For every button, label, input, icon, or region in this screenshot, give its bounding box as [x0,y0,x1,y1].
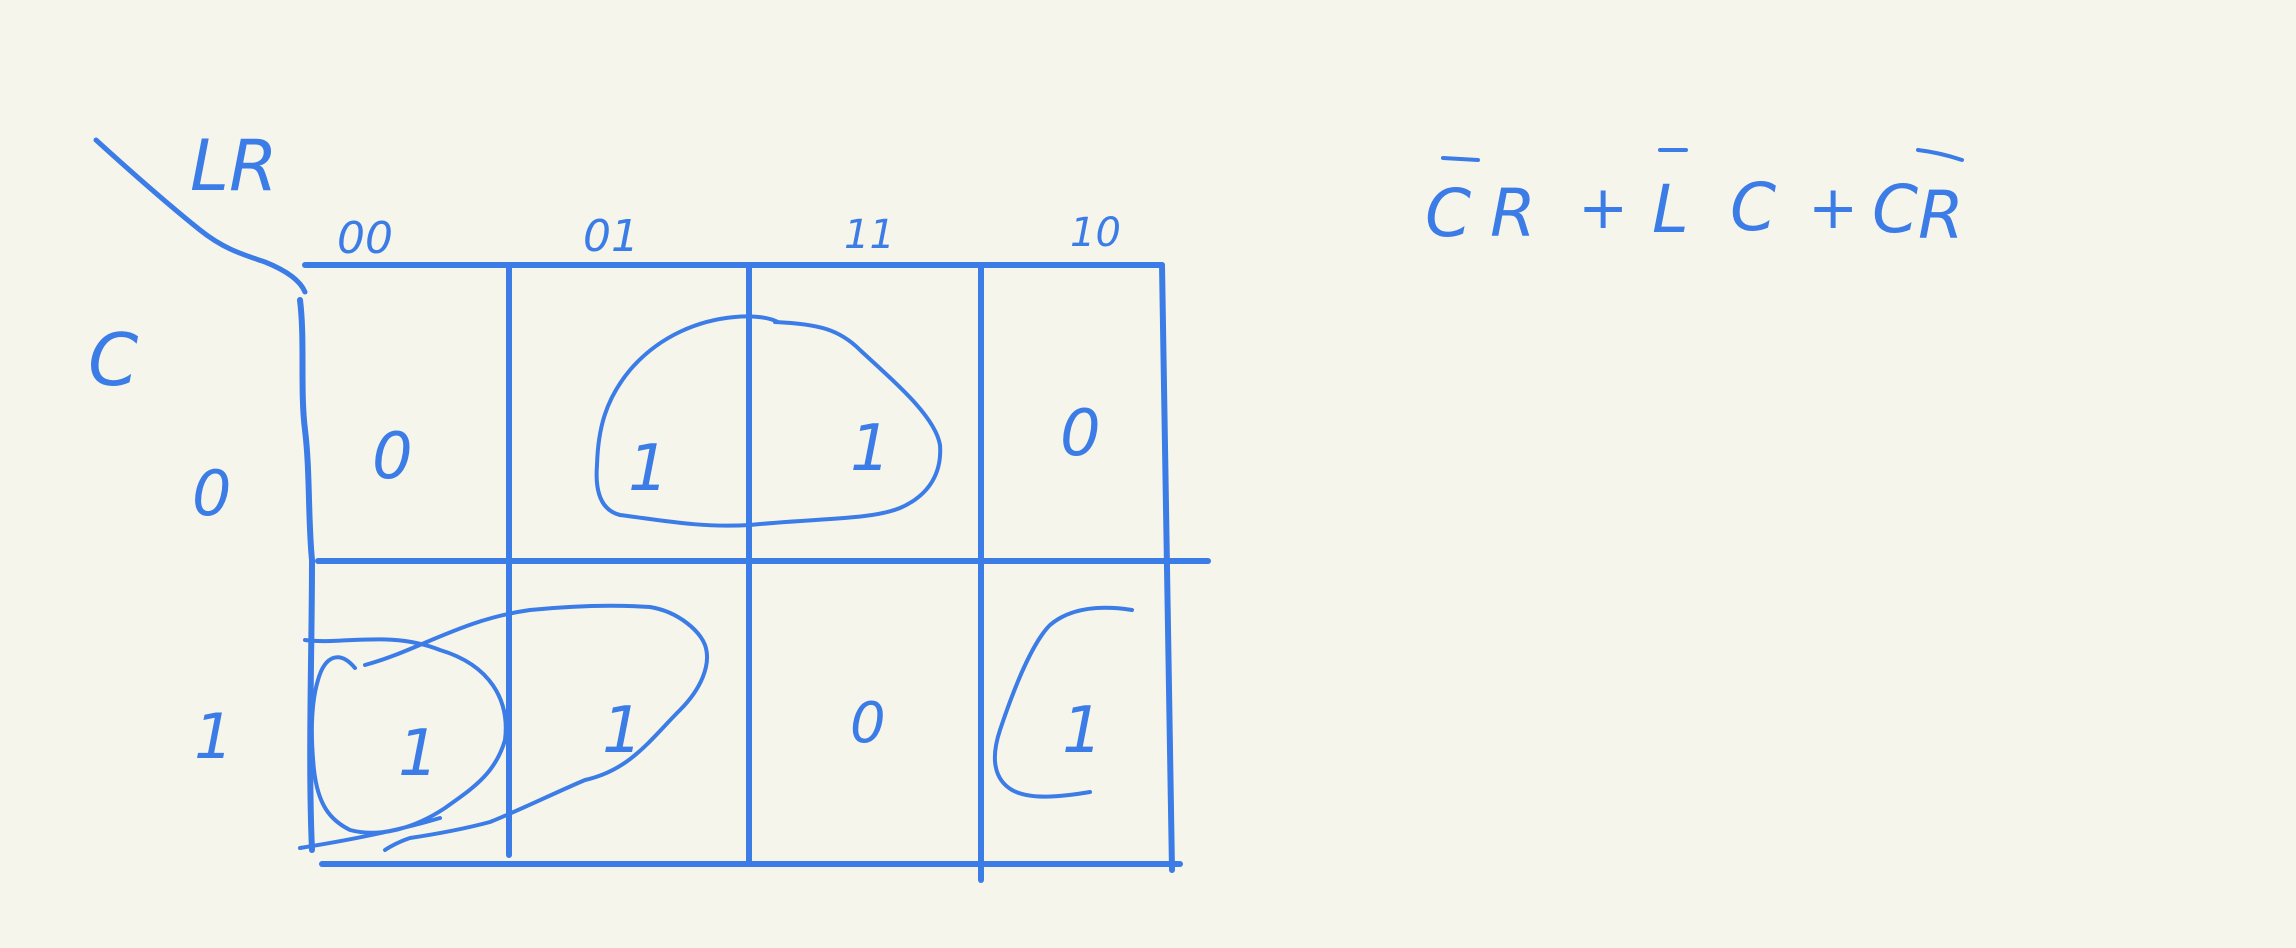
column-headers: 00 01 11 10 [337,210,1121,264]
col-header-01: 01 [583,211,639,262]
expression-term-1: C R [1425,156,1536,252]
term2-var1: L [1652,171,1689,248]
term3-overbar [1916,148,1964,162]
expression-term-3: C R [1872,148,1964,254]
row-header-1: 1 [194,700,233,773]
term1-var2: R [1490,175,1536,252]
term3-var2: R [1918,177,1964,254]
row-variable-label: C [88,318,139,402]
kmap-grid [297,262,1211,883]
kmap-groups [298,314,1134,852]
plus-operator-1: + [1578,173,1628,243]
group-row1-00-01 [298,603,709,852]
col-header-10: 10 [1070,210,1121,256]
cell-c0-01: 1 [628,432,669,506]
group-row0-01-11 [594,314,943,528]
grid-left-line [297,297,315,853]
expression-term-2: L C [1652,148,1776,248]
row-header-0: 0 [192,457,231,530]
col-header-11: 11 [844,212,895,258]
cell-c0-00: 0 [372,420,413,494]
grid-right-line [1159,262,1175,873]
cell-c1-01: 1 [602,694,643,768]
kmap-cells: 0 1 1 0 1 1 0 1 [372,397,1103,791]
col-header-00: 00 [337,213,393,264]
corner-diagonal-line [93,137,308,295]
column-variables-label: LR [190,125,278,207]
term2-var2: C [1730,169,1776,246]
cell-c0-10: 0 [1060,397,1101,471]
boolean-expression: C R + L C + C R [1425,148,1964,254]
term3-var1: C [1872,171,1918,248]
cell-c0-11: 1 [850,412,891,486]
row-headers: 0 1 [192,457,233,773]
plus-operator-2: + [1808,173,1858,243]
term1-var1: C [1425,175,1471,252]
group-row1-10 [992,605,1134,799]
cell-c1-11: 0 [850,691,886,756]
cell-c1-10: 1 [1062,694,1103,768]
cell-c1-00: 1 [398,717,439,791]
term1-overbar [1441,156,1480,162]
